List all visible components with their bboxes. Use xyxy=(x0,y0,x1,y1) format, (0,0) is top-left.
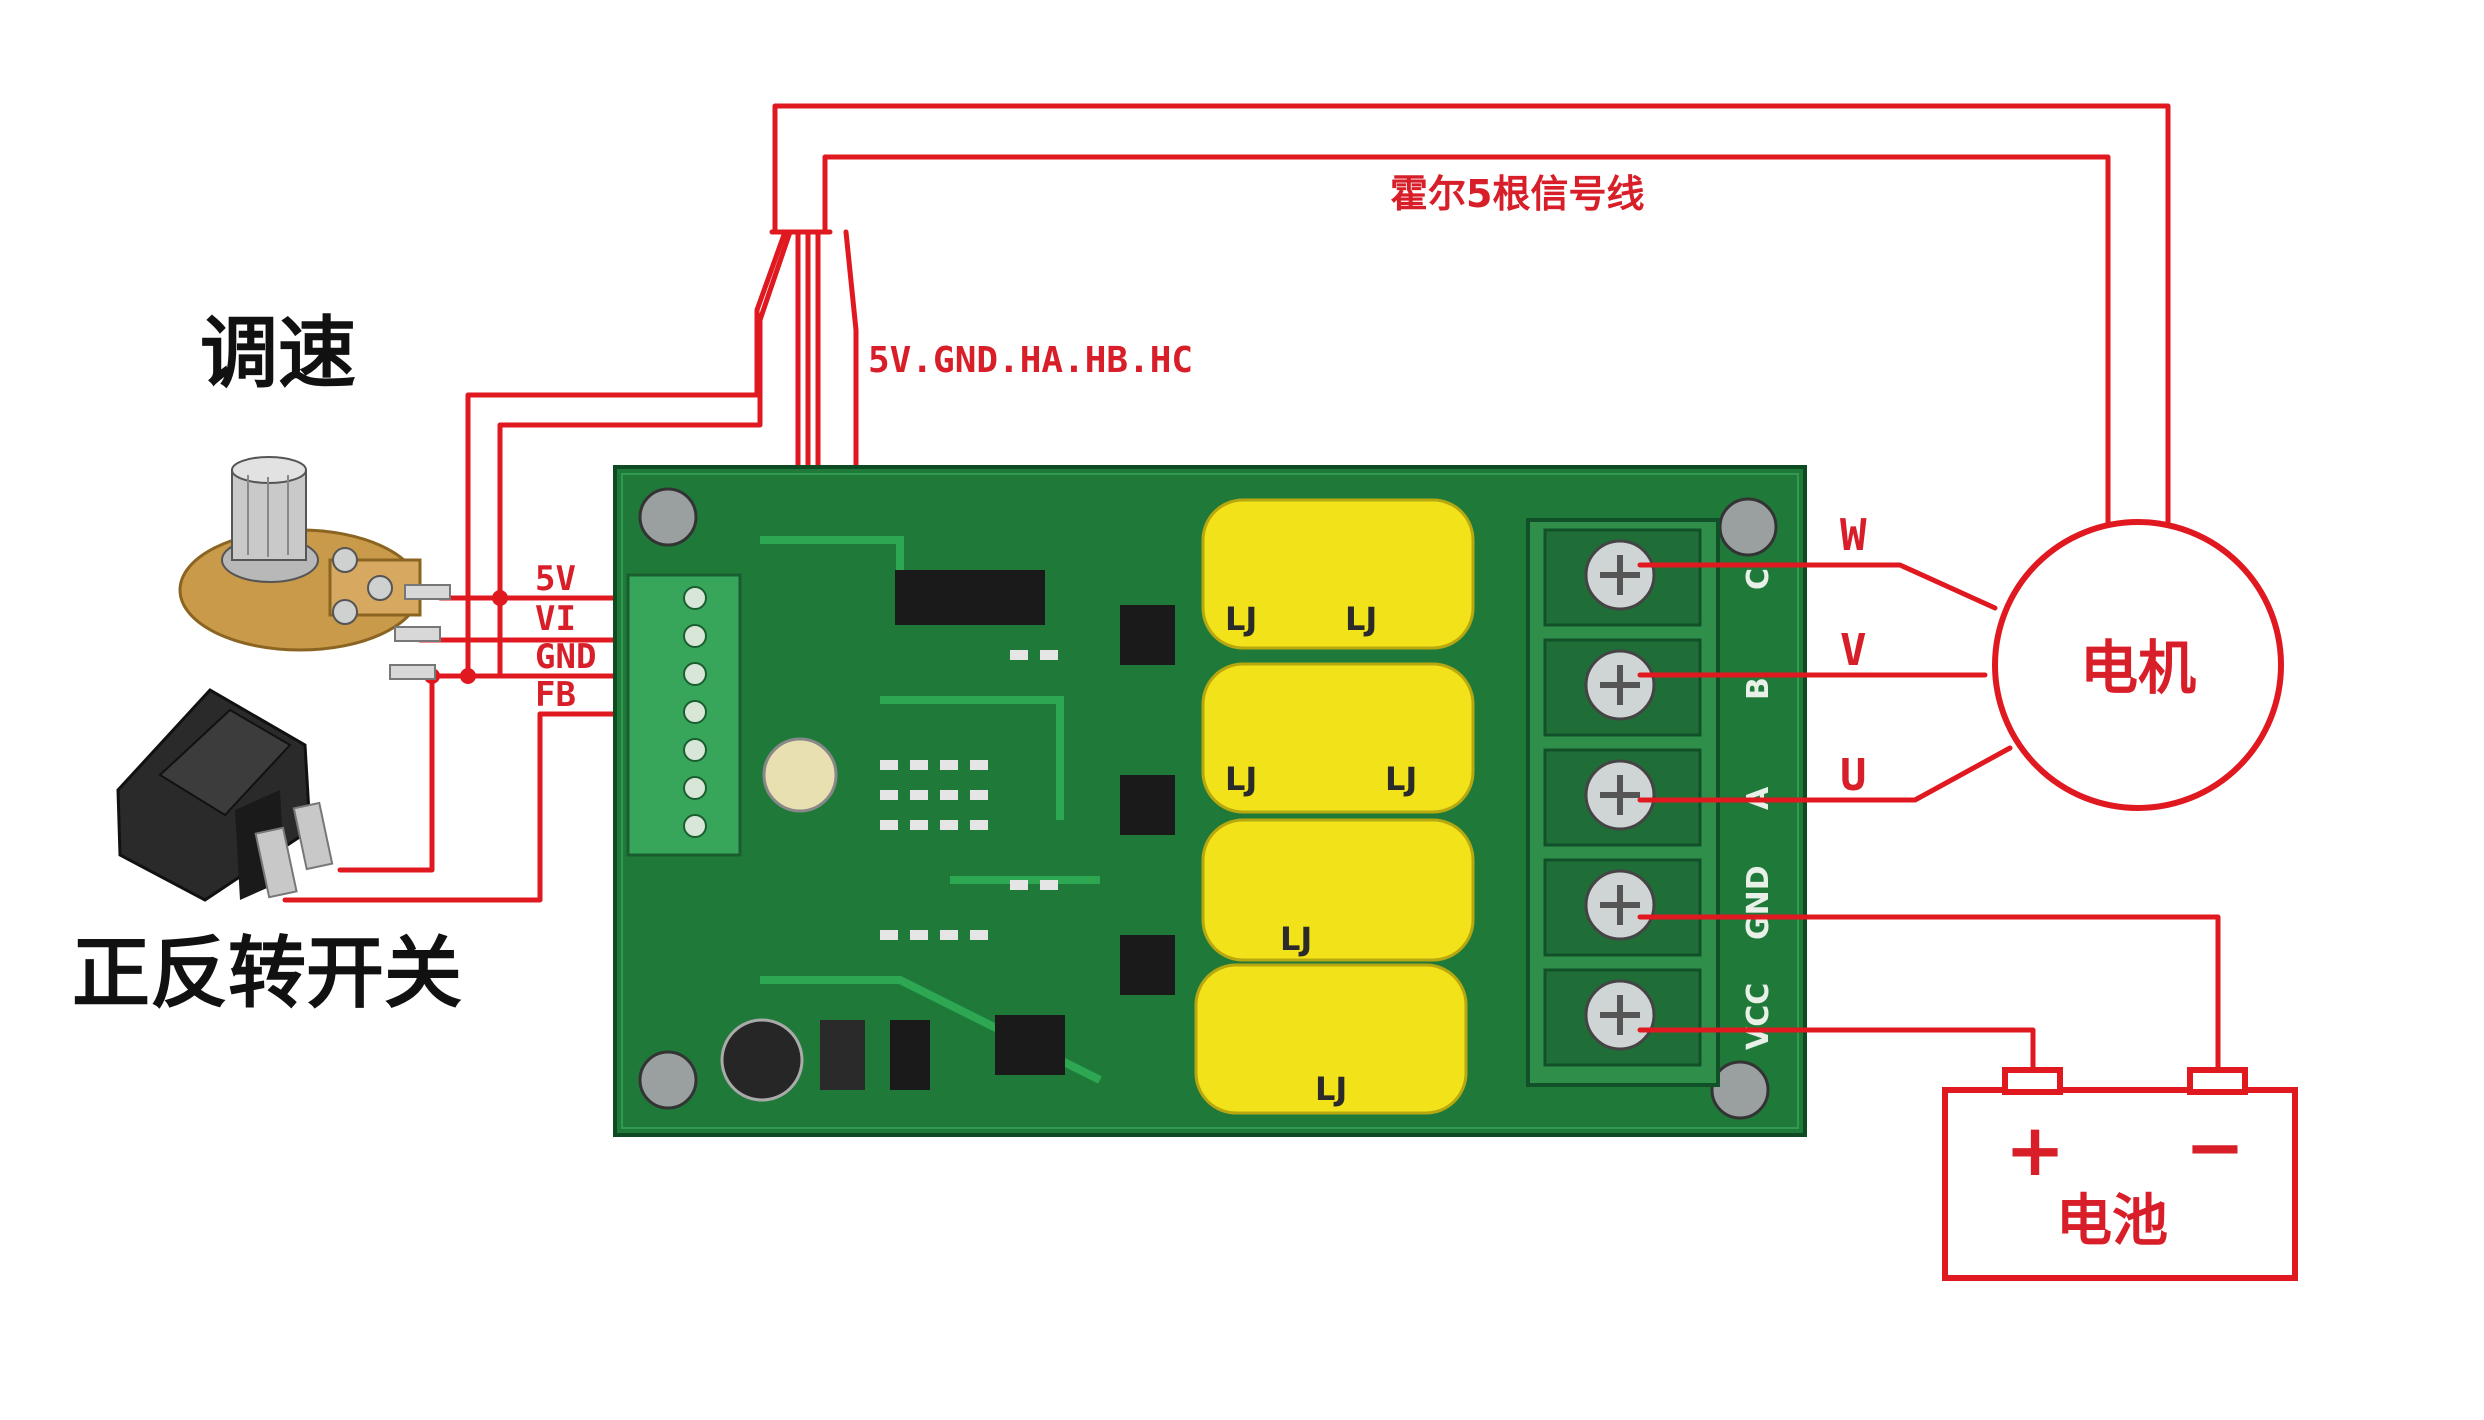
capacitor-bank: LJ LJ LJ LJ LJ LJ xyxy=(1194,498,1475,1115)
capacitor xyxy=(1201,662,1475,814)
pin-label-gnd: GND xyxy=(535,637,596,677)
capacitor-marking: LJ xyxy=(1225,760,1257,798)
electrolytic-capacitor xyxy=(762,737,838,813)
mounting-screw xyxy=(638,1050,698,1110)
ic-chip xyxy=(895,570,1045,625)
pin-label-5v: 5V xyxy=(535,559,576,599)
hall-pins-label: 5V.GND.HA.HB.HC xyxy=(868,340,1193,381)
mounting-screw xyxy=(638,487,698,547)
phase-label-v: V xyxy=(1840,625,1867,676)
battery-negative-terminal xyxy=(2187,1067,2248,1095)
mounting-screw xyxy=(1710,1060,1770,1120)
phase-label-w: W xyxy=(1840,510,1867,561)
inductor xyxy=(820,1020,865,1090)
power-wires xyxy=(1637,562,2221,1073)
pin-label-fb: FB xyxy=(535,675,576,715)
speed-control-label: 调速 xyxy=(200,309,356,399)
wire-junction xyxy=(460,668,476,684)
capacitor-marking: LJ xyxy=(1385,760,1417,798)
terminal-silk-b: B xyxy=(1741,677,1776,700)
diode xyxy=(890,1020,930,1090)
pin-label-vi: VI xyxy=(535,599,576,639)
terminal-silk-gnd: GND xyxy=(1741,865,1776,940)
capacitor xyxy=(1201,818,1475,962)
rocker-switch xyxy=(116,688,334,902)
mosfet xyxy=(1120,605,1175,665)
battery-plus-sign: + xyxy=(2005,1108,2065,1192)
mosfet xyxy=(995,1015,1065,1075)
mosfet xyxy=(1120,935,1175,995)
capacitor-marking: LJ xyxy=(1315,1070,1347,1108)
capacitor-marking: LJ xyxy=(1225,600,1257,638)
capacitor xyxy=(1194,963,1468,1115)
battery-label: 电池 xyxy=(2056,1189,2168,1254)
battery-minus-sign: − xyxy=(2185,1105,2245,1189)
battery-positive-terminal xyxy=(2002,1067,2063,1095)
mosfet xyxy=(1120,775,1175,835)
terminal-silk-c: C xyxy=(1741,568,1776,590)
hall-signal-label: 霍尔5根信号线 xyxy=(1390,172,1644,216)
electrolytic-capacitor xyxy=(720,1018,804,1102)
potentiometer xyxy=(178,456,451,680)
mounting-screw xyxy=(1718,497,1778,557)
battery: + − 电池 xyxy=(1942,1067,2298,1281)
motor-label: 电机 xyxy=(2080,634,2196,702)
capacitor-marking: LJ xyxy=(1345,600,1377,638)
terminal-silk-vcc: VCC xyxy=(1741,983,1776,1050)
motor: 电机 xyxy=(1992,519,2284,811)
direction-switch-label: 正反转开关 xyxy=(72,929,462,1019)
wire-junction xyxy=(492,590,508,606)
capacitor-marking: LJ xyxy=(1280,920,1312,958)
capacitor xyxy=(1201,498,1475,650)
controller-board: LJ LJ LJ LJ LJ LJ xyxy=(613,465,1807,1137)
phase-label-u: U xyxy=(1840,750,1867,801)
